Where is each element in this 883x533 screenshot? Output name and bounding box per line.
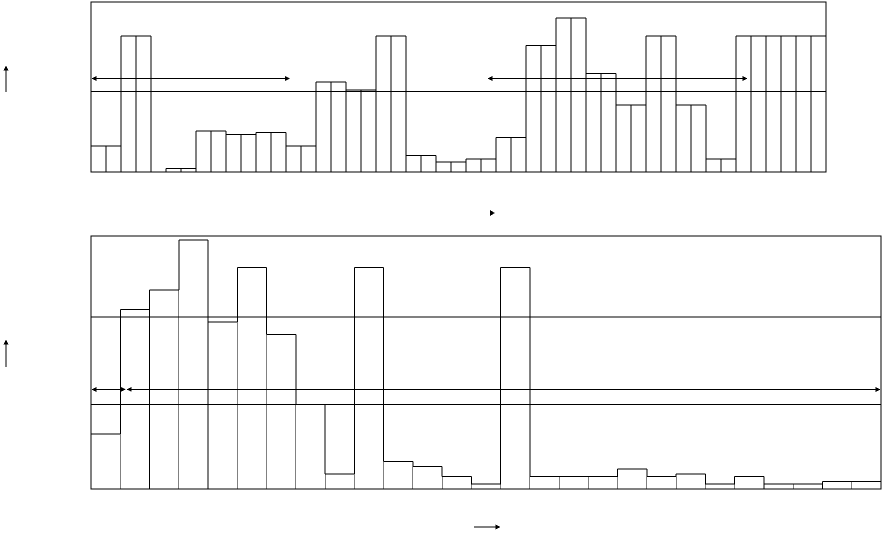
top-chart-marks xyxy=(90,17,827,173)
top-x-axis-arrow xyxy=(490,210,495,216)
top-plot-frame xyxy=(90,1,827,173)
bottom-chart-marks xyxy=(90,239,882,489)
bottom-plot-frame xyxy=(90,235,882,490)
top-chart xyxy=(90,1,827,173)
bottom-chart xyxy=(90,235,882,490)
